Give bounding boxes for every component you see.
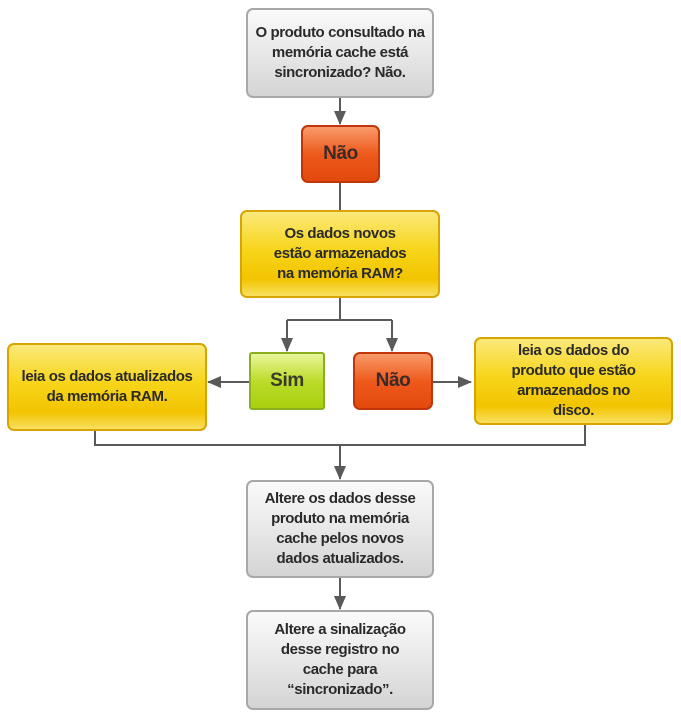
question-ram: Os dados novos estão armazenados na memó… bbox=[240, 210, 440, 298]
update-cache: Altere os dados desse produto na memória… bbox=[246, 480, 434, 578]
read-from-disk: leia os dados do produto que estão armaz… bbox=[474, 337, 673, 425]
no-node-1: Não bbox=[301, 125, 380, 183]
question-cache-sync: O produto consultado na memória cache es… bbox=[246, 8, 434, 98]
mark-synchronized: Altere a sinalização desse registro no c… bbox=[246, 610, 434, 710]
yes-node: Sim bbox=[249, 352, 325, 410]
split-line bbox=[287, 298, 392, 321]
no-node-2: Não bbox=[353, 352, 433, 410]
read-from-ram: leia os dados atualizados da memória RAM… bbox=[7, 343, 207, 431]
